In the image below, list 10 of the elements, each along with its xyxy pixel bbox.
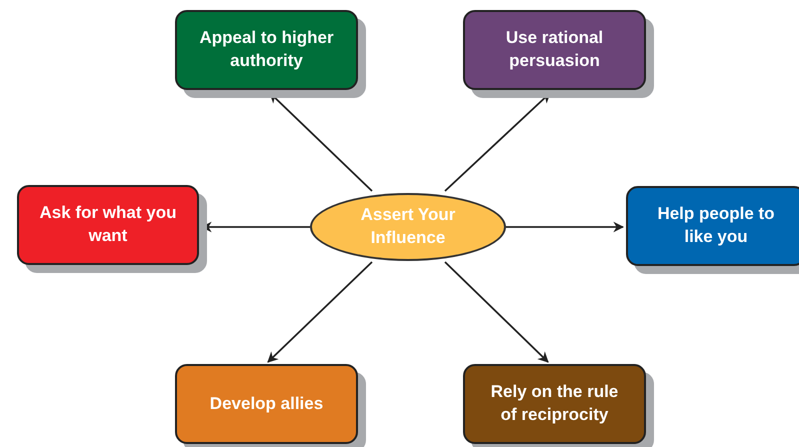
node-label: Help people to like you: [656, 203, 776, 248]
node-label: Use rational persuasion: [504, 27, 604, 72]
node-label: Ask for what you want: [38, 202, 178, 247]
node-label: Appeal to higher authority: [198, 27, 335, 72]
arrow: [444, 261, 549, 363]
node-label: Develop allies: [208, 392, 324, 415]
node-label: Rely on the rule of reciprocity: [490, 381, 620, 426]
node-label: Assert Your Influence: [360, 204, 456, 249]
arrow: [506, 222, 624, 232]
arrow: [267, 261, 373, 363]
